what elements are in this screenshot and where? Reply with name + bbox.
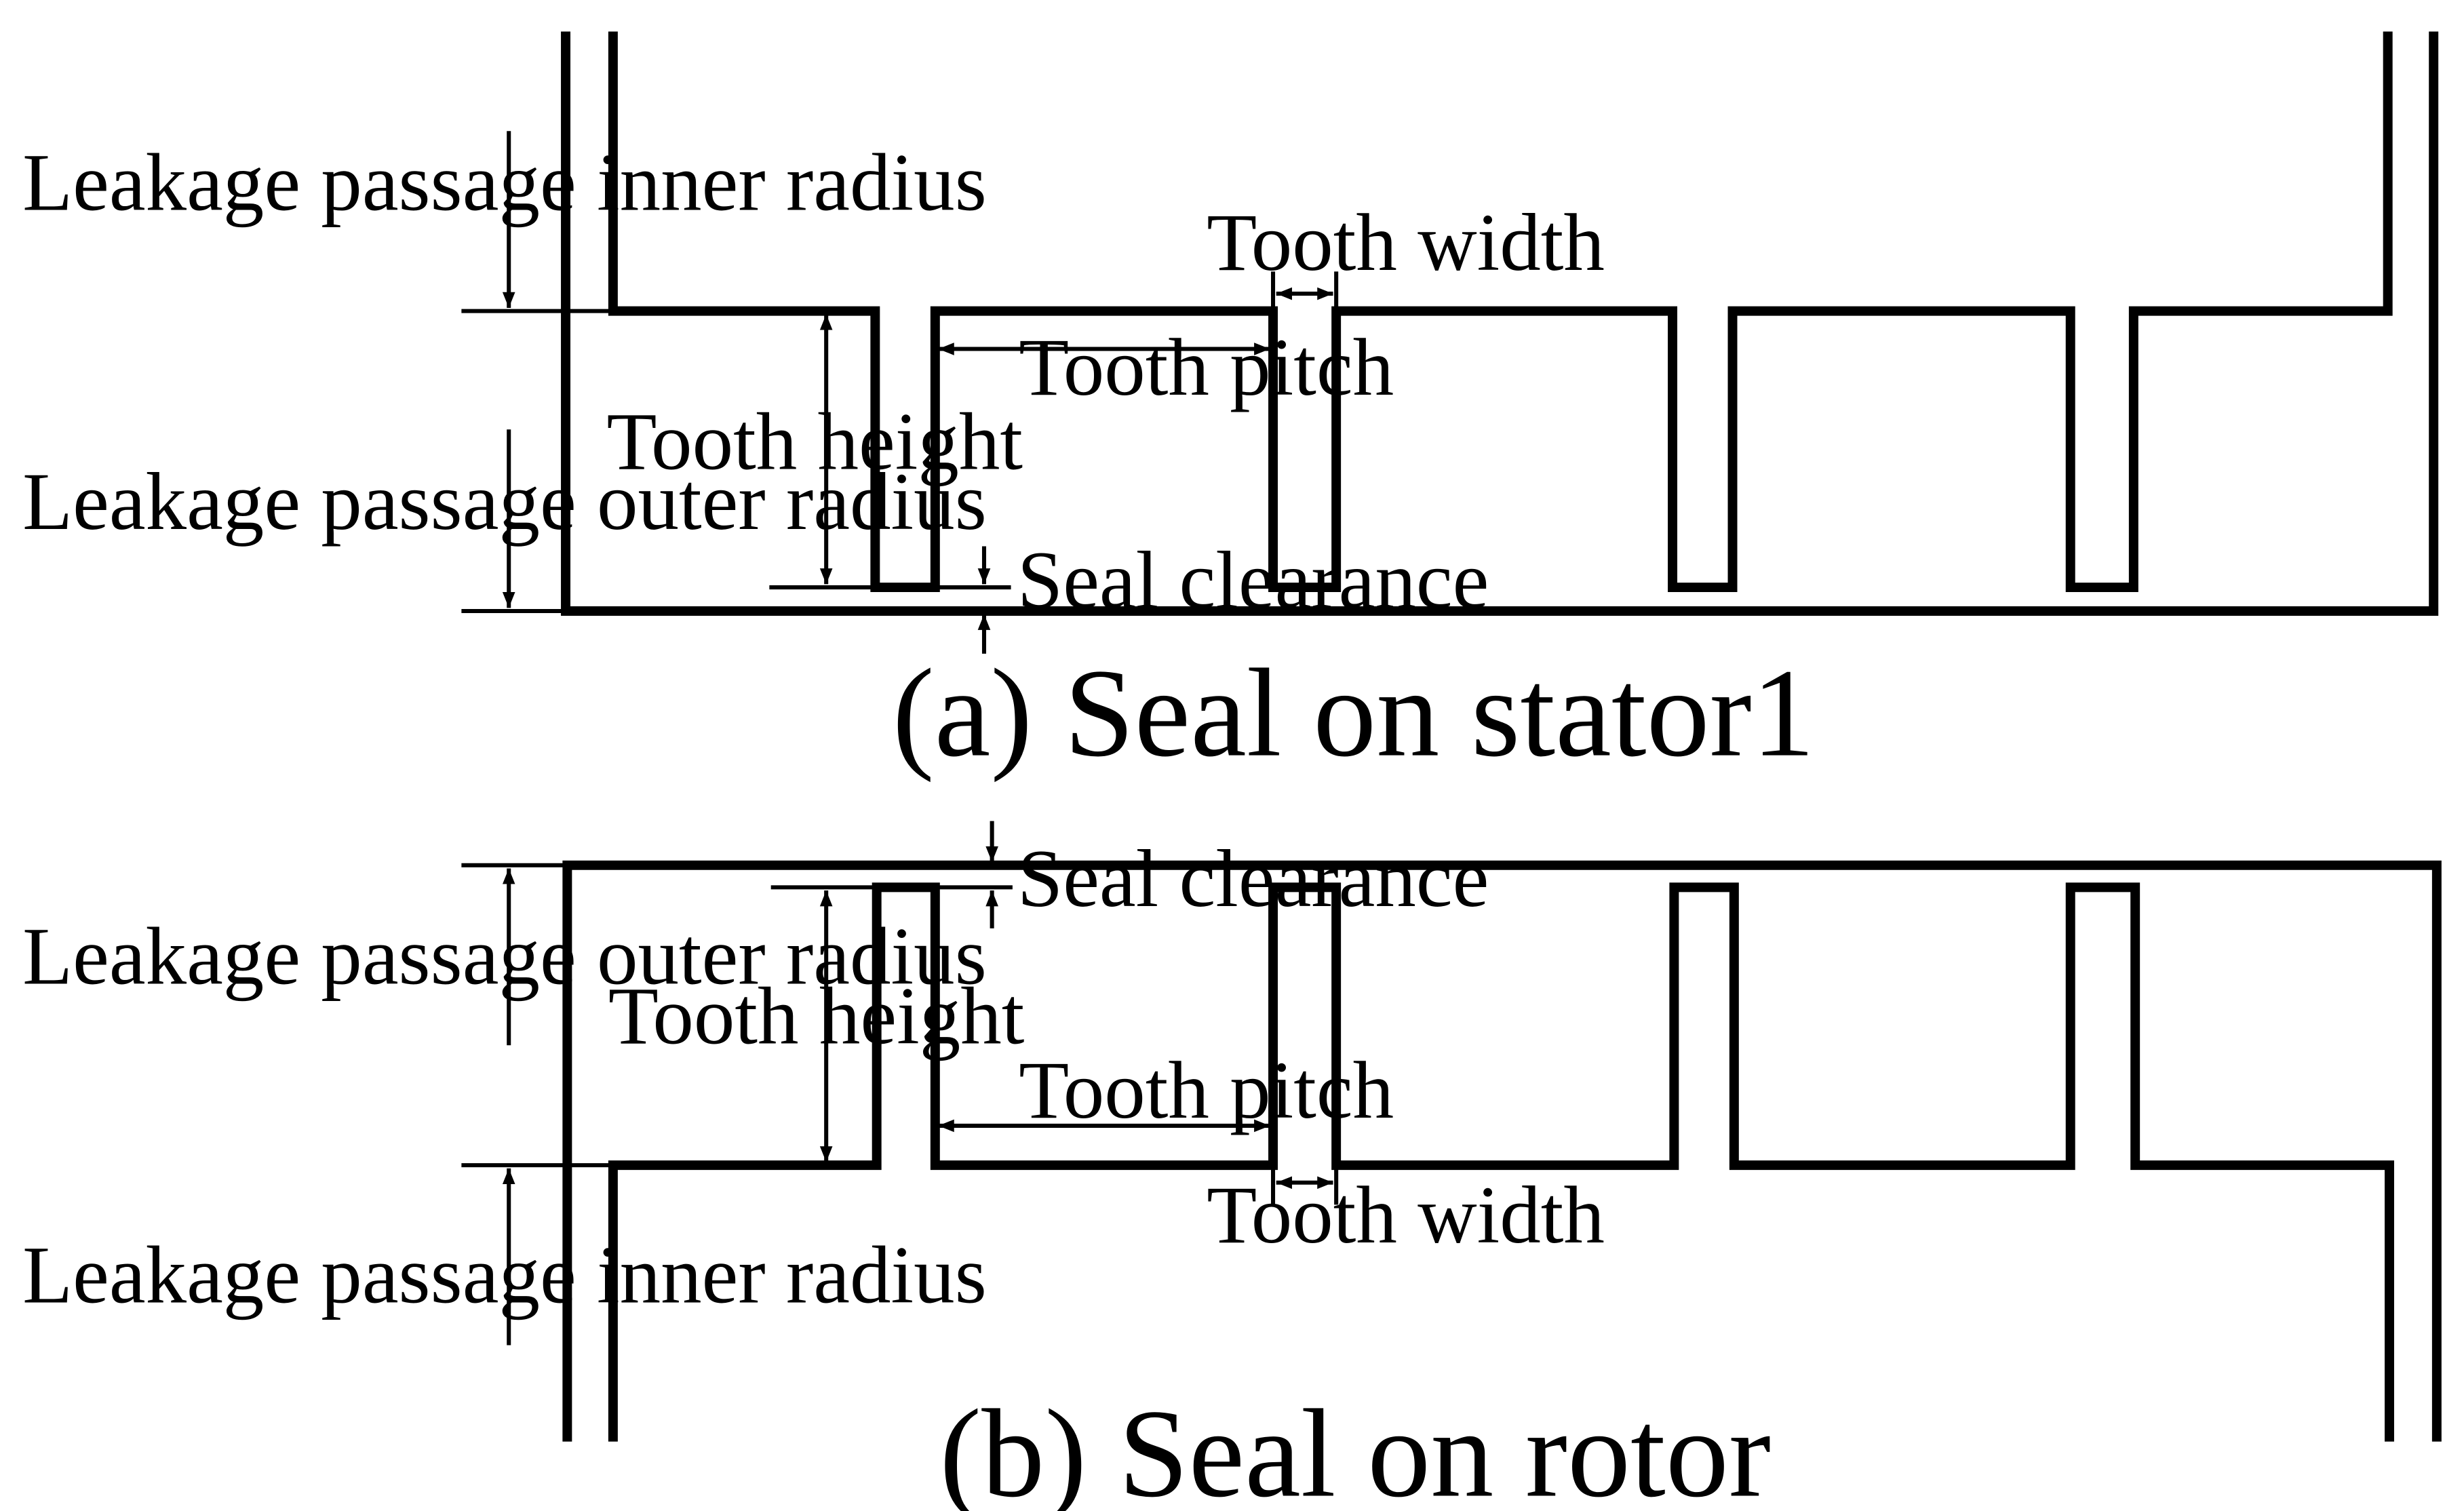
outer-radius-label-b: Leakage passage outer radius (22, 911, 987, 1002)
tooth-width-label: Tooth width (1207, 197, 1605, 288)
tooth-pitch-label-b: Tooth pitch (1019, 1045, 1394, 1136)
tooth-height-label-b: Tooth height (608, 971, 1025, 1062)
tooth-pitch-label: Tooth pitch (1019, 322, 1394, 413)
caption-a: (a) Seal on stator1 (893, 644, 1815, 783)
inner-radius-label: Leakage passage inner radius (22, 137, 987, 228)
seal-clearance-label-b: Seal clearance (1017, 833, 1489, 924)
inner-radius-label-b: Leakage passage inner radius (22, 1230, 987, 1321)
caption-b: (b) Seal on rotor (939, 1384, 1771, 1511)
stator-left-wall (561, 31, 2439, 616)
panel-a-stator-seal: Leakage passage inner radius Leakage pas… (22, 31, 2439, 783)
outer-radius-label: Leakage passage outer radius (22, 456, 987, 547)
tooth-width-label-b: Tooth width (1207, 1170, 1605, 1261)
panel-b-rotor-seal: Leakage passage outer radius Leakage pas… (22, 821, 2442, 1511)
tooth-height-label: Tooth height (607, 396, 1023, 487)
rotor-outer-casing (562, 860, 2442, 1442)
seal-clearance-label: Seal clearance (1017, 535, 1489, 626)
